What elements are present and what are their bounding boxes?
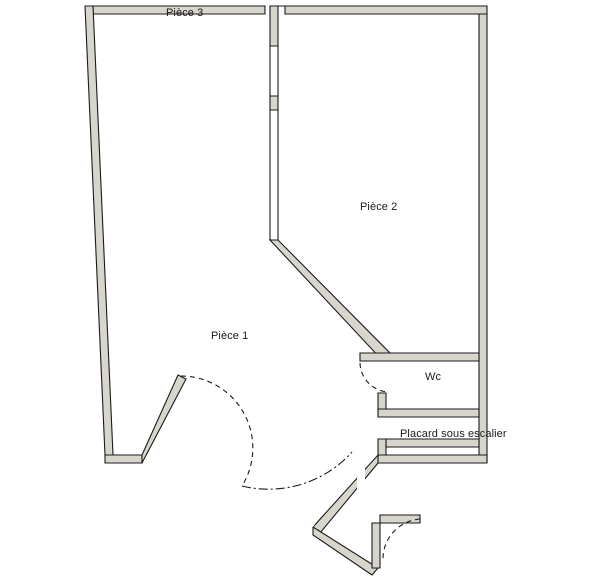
wall-right-room-left-opening-1 (269, 45, 279, 97)
left-room-walls (84, 5, 266, 464)
wall-hall-spacer-2 (306, 452, 360, 527)
hall-walls (306, 452, 421, 576)
wall-hall-spacer (357, 452, 365, 522)
wall-right-room-right (478, 13, 488, 463)
wall-right-room-left-mid (269, 95, 279, 111)
wall-placard-bottom (377, 454, 488, 464)
right-room-walls (268, 5, 488, 463)
door-arcs (180, 362, 421, 561)
door-arc-wc (359, 362, 389, 393)
wall-left-room-left (84, 5, 114, 456)
room-label-piece-3: Pièce 3 (166, 7, 204, 19)
room-label-placard: Placard sous escalier (400, 428, 507, 440)
wall-wc-top (359, 352, 480, 362)
wall-left-room-diagonal (141, 374, 187, 464)
door-arc-left-room (180, 375, 254, 487)
wall-hall-right (371, 522, 381, 569)
wall-right-room-diagonal (268, 239, 391, 361)
wall-right-room-left-opening-2 (269, 109, 279, 241)
wall-hall-bottom (312, 526, 379, 576)
placard-walls (377, 438, 488, 464)
wall-placard-top (378, 438, 480, 448)
wall-right-room-left-upper (269, 5, 279, 47)
room-label-piece-1: Pièce 1 (211, 330, 249, 342)
room-label-piece-2: Pièce 2 (360, 201, 398, 213)
wall-wc-bottom (377, 408, 480, 418)
door-arc-lower (382, 518, 421, 561)
wall-right-room-top (277, 5, 488, 15)
wall-hall-bottom-jamb (379, 514, 421, 524)
wc-walls (359, 352, 480, 418)
room-label-wc: Wc (425, 371, 442, 383)
wall-left-room-bottom (104, 454, 143, 464)
door-arc-hall (241, 451, 353, 490)
